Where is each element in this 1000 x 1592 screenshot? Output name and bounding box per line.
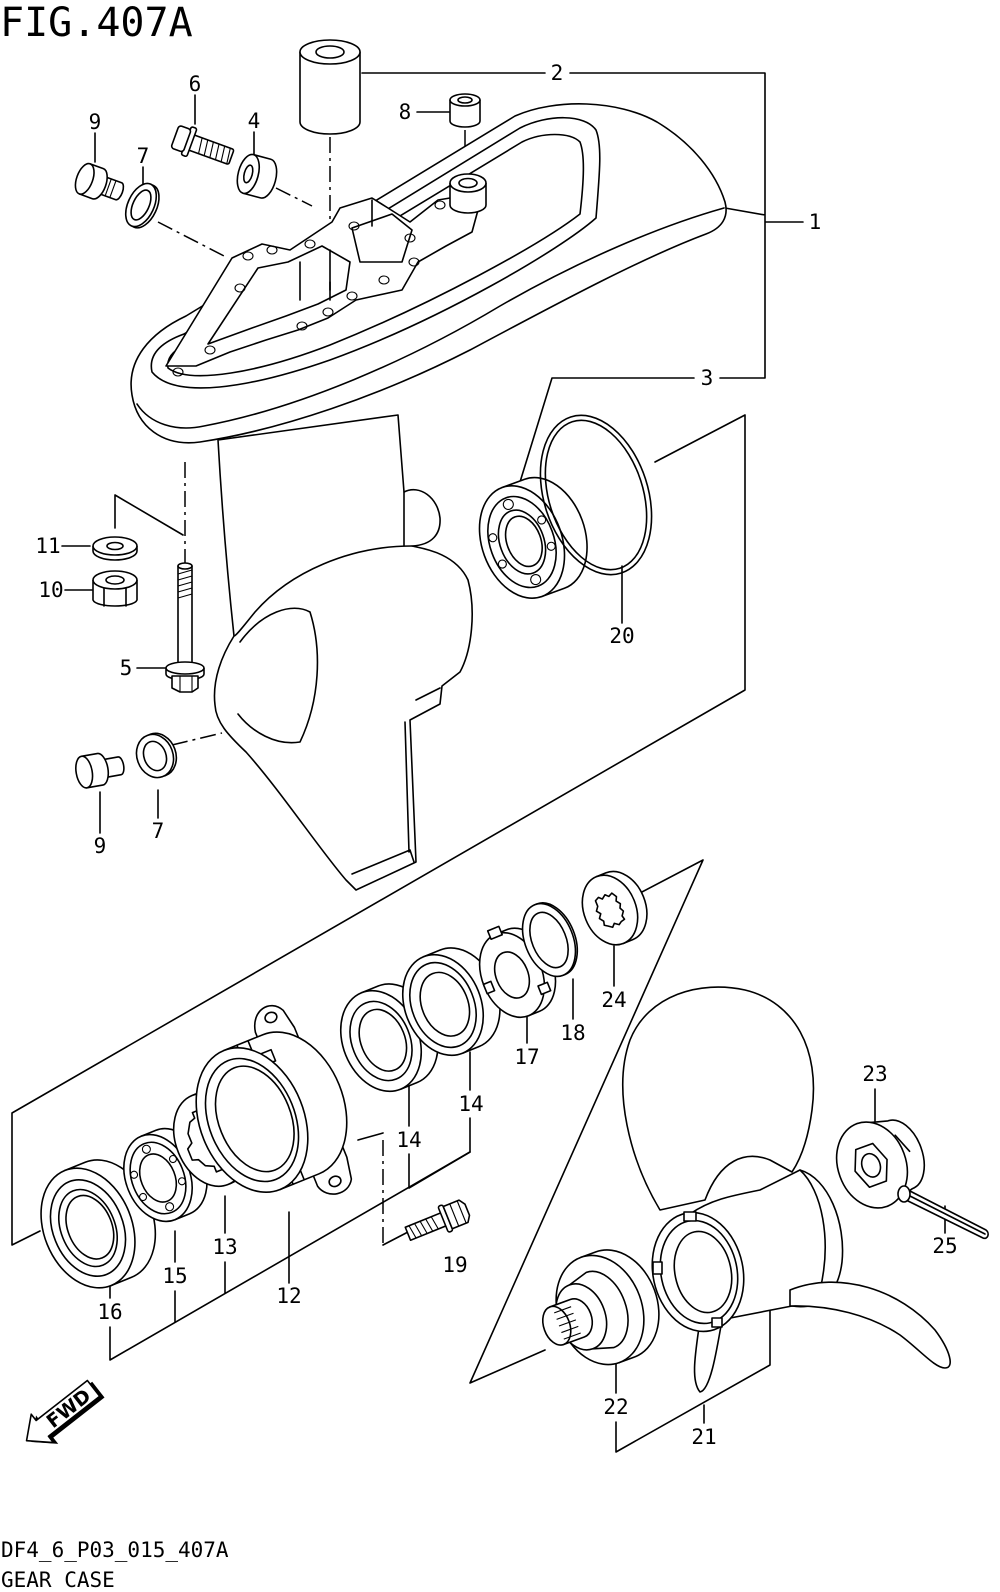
callout-23: 23 xyxy=(862,1062,887,1086)
callout-1: 1 xyxy=(809,210,822,234)
part-10-nut xyxy=(92,570,138,607)
part-4-collar xyxy=(236,153,278,199)
callout-25: 25 xyxy=(932,1234,957,1258)
callout-4: 4 xyxy=(248,109,261,133)
callout-21: 21 xyxy=(691,1425,716,1449)
callout-14-front: 14 xyxy=(458,1092,483,1116)
callout-9-lower: 9 xyxy=(94,834,107,858)
part-11-washer xyxy=(92,536,138,561)
part-2-bushing xyxy=(299,39,361,135)
part-22-thrust-hub xyxy=(541,1249,660,1366)
callout-13: 13 xyxy=(212,1235,237,1259)
part-9-plug-upper xyxy=(74,162,125,201)
callout-7-lower: 7 xyxy=(152,819,165,843)
fwd-arrow-icon: FWD xyxy=(25,1379,105,1444)
callout-17: 17 xyxy=(514,1045,539,1069)
figure-code: DF4_6_P03_015_407A xyxy=(1,1538,229,1562)
callout-6: 6 xyxy=(189,72,202,96)
part-7-gasket-lower xyxy=(135,732,178,779)
part-24-thrust-washer xyxy=(581,870,648,946)
callout-3: 3 xyxy=(701,366,714,390)
callout-18: 18 xyxy=(560,1021,585,1045)
figure-caption: GEAR CASE xyxy=(1,1568,115,1592)
callout-8: 8 xyxy=(399,100,412,124)
part-25-cotter-pin xyxy=(897,1185,989,1240)
callout-24: 24 xyxy=(601,988,626,1012)
part-20-o-ring xyxy=(539,414,653,576)
part-23-propeller-nut xyxy=(835,1119,926,1209)
part-1-gear-case xyxy=(130,103,727,891)
part-12-housing xyxy=(195,1004,353,1195)
callout-12: 12 xyxy=(276,1284,301,1308)
part-7-gasket-upper xyxy=(124,182,160,229)
callout-10: 10 xyxy=(38,578,63,602)
callout-16: 16 xyxy=(97,1300,122,1324)
callout-22: 22 xyxy=(603,1395,628,1419)
callout-5: 5 xyxy=(120,656,133,680)
callout-9-upper: 9 xyxy=(89,110,102,134)
callout-11: 11 xyxy=(35,534,60,558)
callout-14-rear: 14 xyxy=(396,1128,421,1152)
leader-lines xyxy=(11,72,946,1453)
callout-19: 19 xyxy=(442,1253,467,1277)
part-18-washer xyxy=(521,902,579,978)
part-21-propeller xyxy=(622,986,951,1393)
callout-15: 15 xyxy=(162,1264,187,1288)
part-5-bolt xyxy=(165,562,205,693)
part-6-bolt xyxy=(170,125,235,165)
figure-title: FIG.407A xyxy=(0,0,193,46)
callout-2: 2 xyxy=(551,61,564,85)
callout-7-upper: 7 xyxy=(137,144,150,168)
part-19-bolt xyxy=(404,1199,471,1242)
callout-20: 20 xyxy=(609,624,634,648)
part-9-plug-lower xyxy=(75,752,125,789)
callout-numbers: 2 1 3 6 4 8 9 7 11 10 5 20 9 7 24 18 17 … xyxy=(35,61,957,1449)
part-3-bearing xyxy=(478,476,588,599)
part-8-bushing xyxy=(449,93,481,128)
